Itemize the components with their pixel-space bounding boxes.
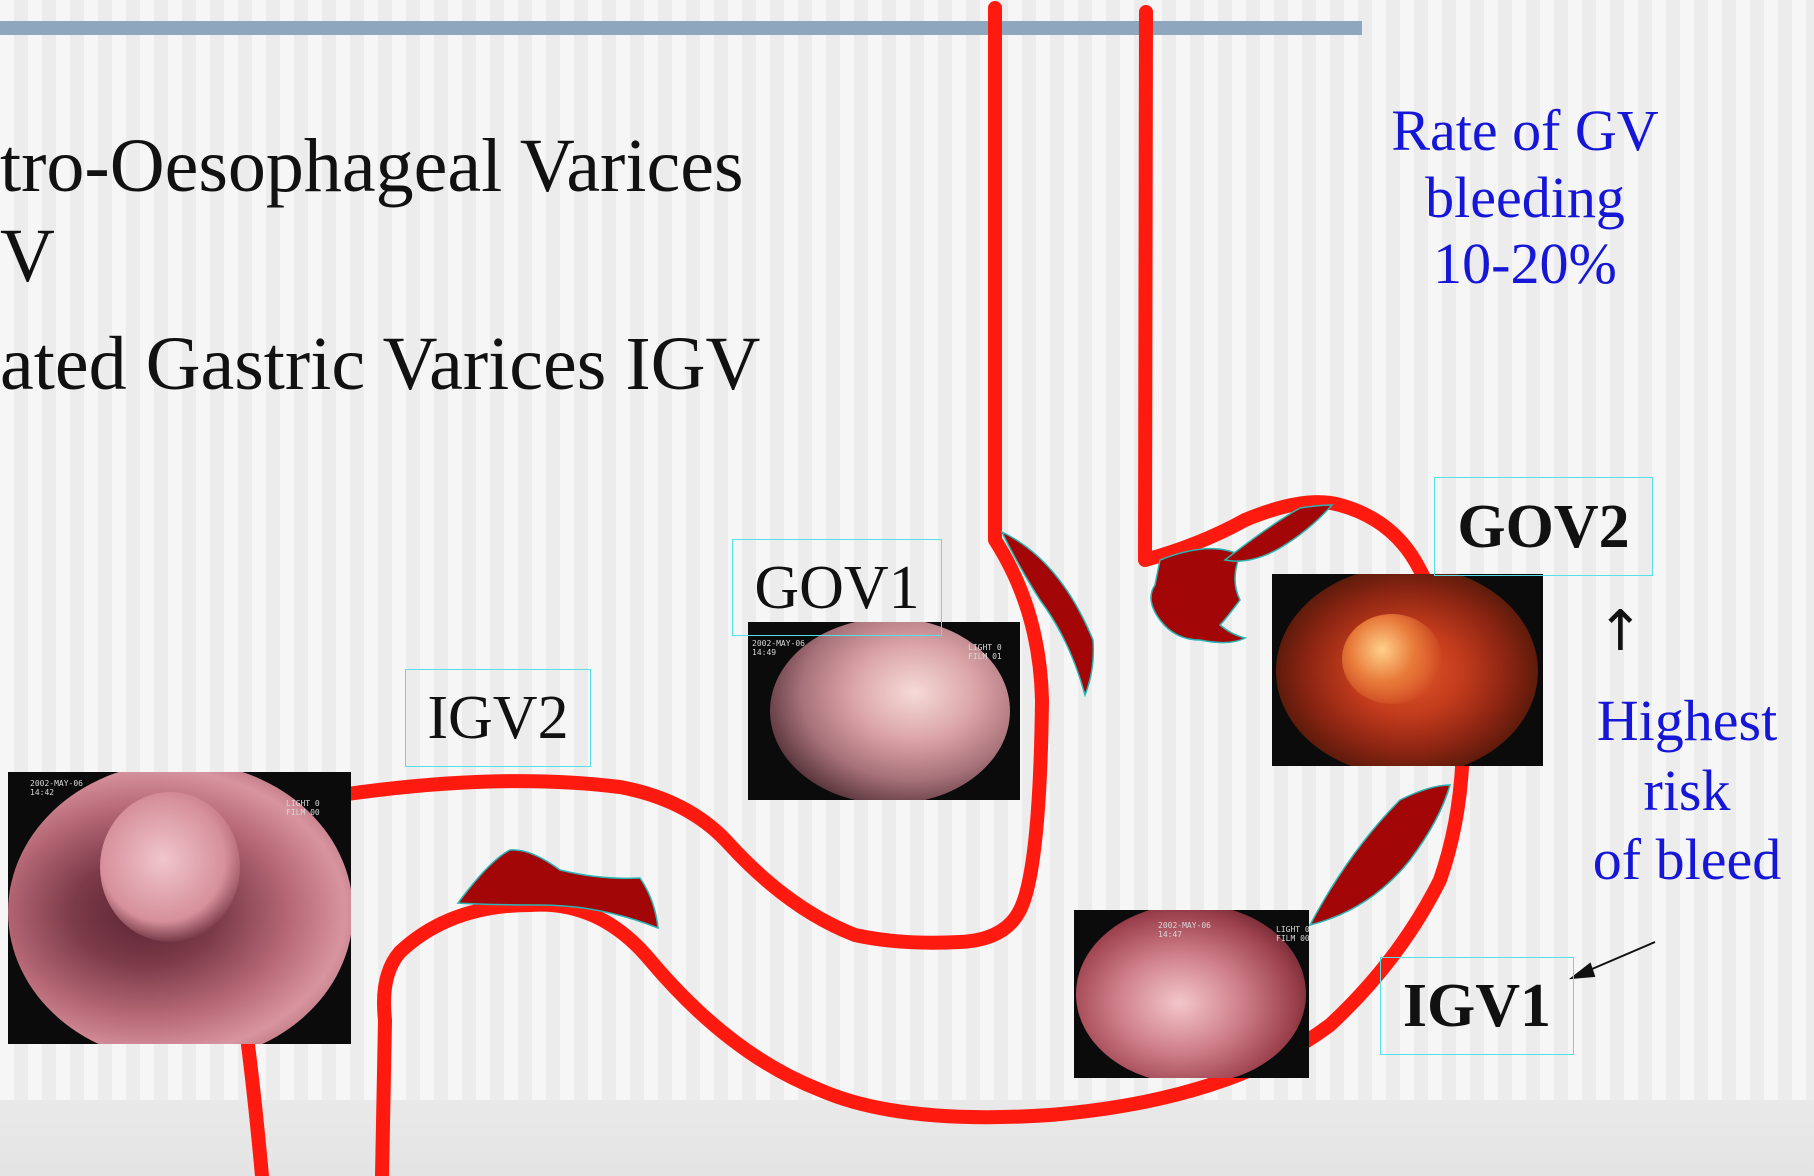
igv1-endoscopy-photo: 2002-MAY-06 14:47 LIGHT 0 FILM 00: [1074, 910, 1309, 1078]
gov1-photo-film: LIGHT 0 FILM 01: [968, 644, 1002, 662]
risk-note-line1: Highest: [1560, 686, 1814, 756]
gv-bleeding-rate-note: Rate of GV bleeding 10-20%: [1340, 98, 1710, 298]
rate-note-line1: Rate of GV: [1340, 98, 1710, 165]
label-igv2: IGV2: [405, 669, 591, 767]
gov2-endoscopy-photo: [1272, 574, 1543, 766]
label-gov1: GOV1: [732, 539, 942, 636]
gov1-photo-timestamp: 2002-MAY-06 14:49: [752, 640, 805, 658]
igv2-varix: [458, 850, 658, 928]
igv2-endoscopy-photo: 2002-MAY-06 14:42 LIGHT 0 FILM 00: [8, 772, 351, 1044]
igv2-photo-film: LIGHT 0 FILM 00: [286, 800, 320, 818]
risk-note-line3: of bleed: [1560, 825, 1814, 895]
igv1-photo-film: LIGHT 0 FILM 00: [1276, 926, 1309, 944]
label-igv1: IGV1: [1380, 957, 1574, 1055]
highest-risk-note: Highest risk of bleed: [1560, 686, 1814, 895]
up-arrow-icon: ↑: [1597, 604, 1644, 660]
igv1-arrow: [1572, 942, 1655, 978]
cardia-varix: [1151, 549, 1245, 643]
gov1-endoscopy-photo: 2002-MAY-06 14:49 LIGHT 0 FILM 01: [748, 622, 1020, 800]
lesser-curvature-outline: [340, 8, 1042, 943]
rate-note-line3: 10-20%: [1340, 231, 1710, 298]
duodenum-outline: [248, 1045, 262, 1176]
risk-note-line2: risk: [1560, 756, 1814, 826]
rate-note-line2: bleeding: [1340, 165, 1710, 232]
igv2-photo-timestamp: 2002-MAY-06 14:42: [30, 780, 83, 798]
igv1-photo-timestamp: 2002-MAY-06 14:47: [1158, 922, 1211, 940]
label-gov2: GOV2: [1434, 477, 1653, 576]
